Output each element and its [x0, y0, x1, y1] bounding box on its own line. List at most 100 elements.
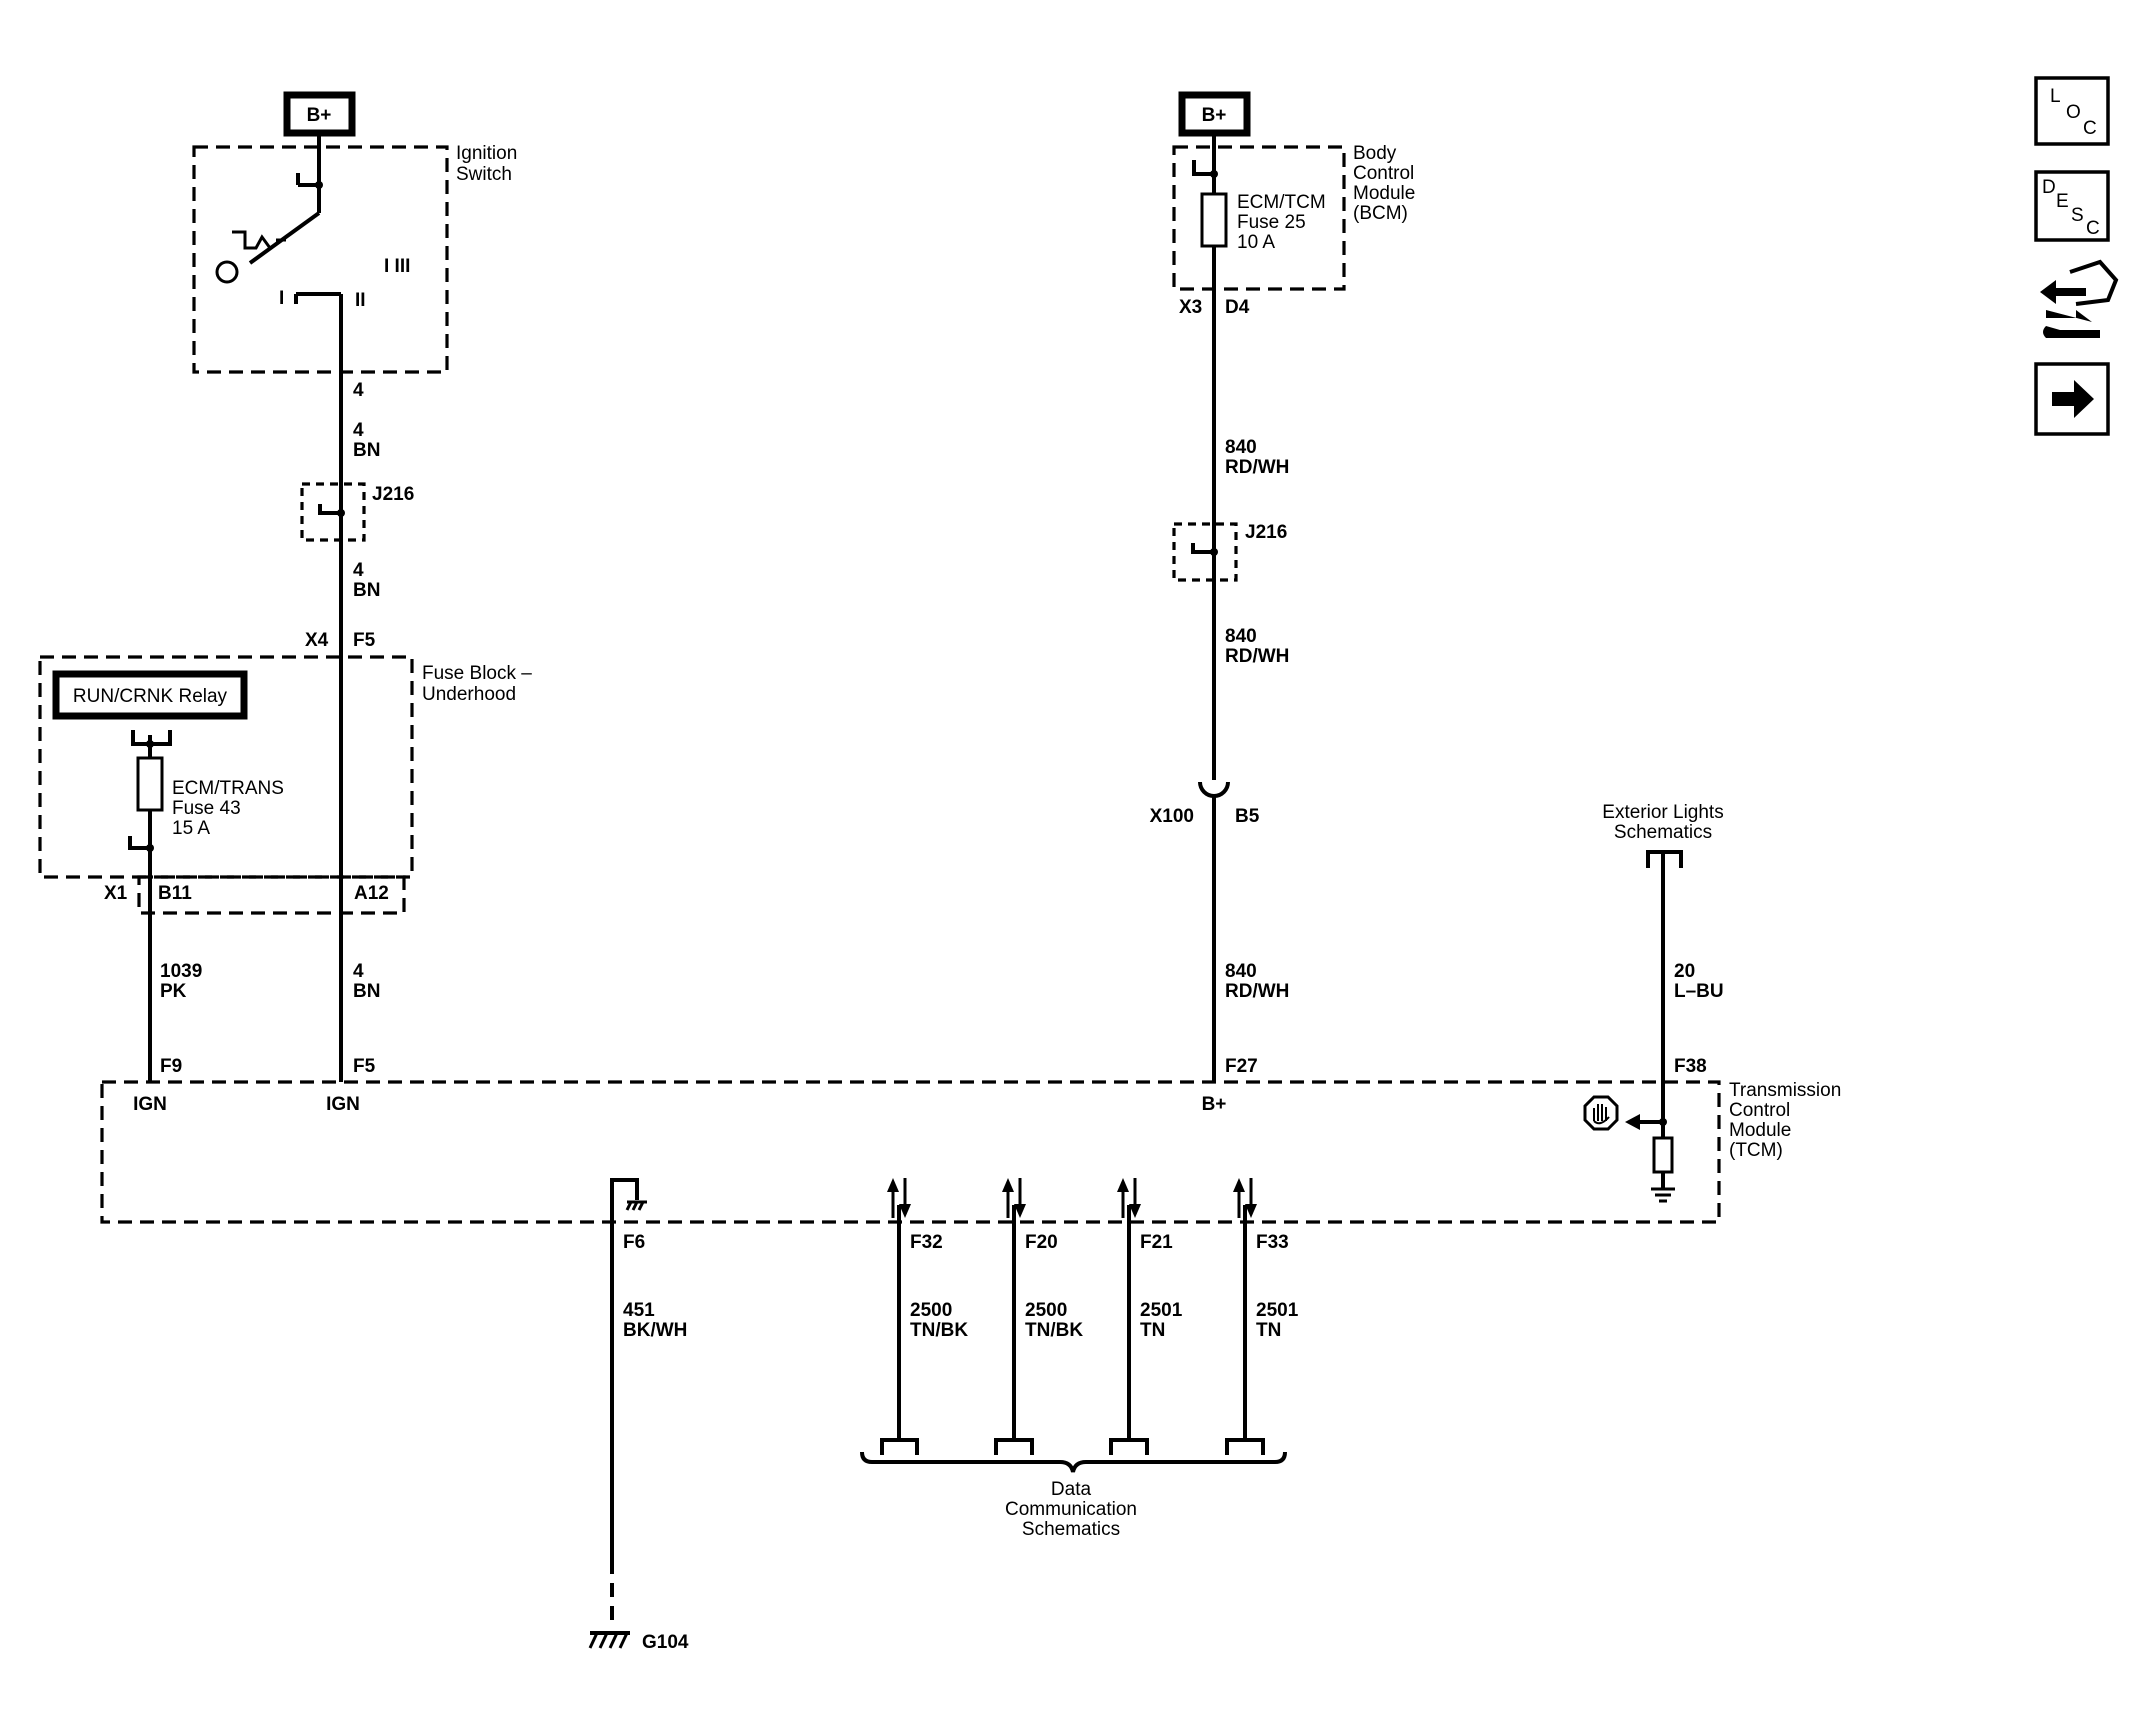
fuse-43-rating: 15 A [172, 818, 210, 839]
tcm-ign-1: IGN [133, 1094, 167, 1115]
fuse-25-rating: 10 A [1237, 232, 1275, 253]
ignition-switch: I II I III Ignition Switch [192, 133, 517, 374]
data-line-f33: F33 2501 TN [1225, 1178, 1299, 1455]
wire-2501a-color: TN [1140, 1320, 1165, 1341]
tcm-pin-f27: F27 [1225, 1056, 1258, 1077]
wire-840-color-mid: RD/WH [1225, 646, 1289, 667]
inline-connector-name: X100 [1150, 806, 1194, 827]
splice-j216-left: J216 [300, 482, 414, 542]
wire-2500a-circuit: 2500 [910, 1300, 952, 1321]
tcm-pin-f9: F9 [160, 1056, 182, 1077]
wire-4-color-upper: BN [353, 440, 380, 461]
wire-840-color-upper: RD/WH [1225, 457, 1289, 478]
ignition-switch-label-1: Ignition [456, 143, 517, 164]
desc-letter-c: C [2086, 218, 2100, 239]
wire-4-bn: 4 4 BN 4 BN 4 BN [339, 372, 380, 1082]
bcm-label-4: (BCM) [1353, 203, 1408, 224]
fuse-25-number: Fuse 25 [1237, 212, 1306, 233]
component-connector-icon[interactable] [2040, 259, 2119, 338]
wire-4-color-mid: BN [353, 580, 380, 601]
exterior-lights-reference[interactable]: Exterior Lights Schematics [1602, 802, 1724, 868]
wire-1039-color: PK [160, 981, 187, 1002]
tcm-pin-f5: F5 [353, 1056, 376, 1077]
wire-20-lbu: 20 L–BU [1661, 852, 1724, 1122]
data-line-f32: F32 2500 TN/BK [880, 1178, 968, 1455]
data-comm-label-1: Data [1051, 1479, 1092, 1500]
tcm-pin-f32: F32 [910, 1232, 943, 1253]
wire-4-circuit-upper: 4 [353, 420, 364, 441]
fuse-block-bottom-connector: X1 [104, 883, 128, 904]
run-crnk-relay-label: RUN/CRNK Relay [73, 686, 228, 707]
hand-stop-icon [1583, 1095, 1619, 1131]
bcm-label-3: Module [1353, 183, 1415, 204]
tcm-pin-f21: F21 [1140, 1232, 1173, 1253]
fuse-block-label-1: Fuse Block – [422, 663, 532, 684]
wire-451-circuit: 451 [623, 1300, 655, 1321]
wire-840-color-lower: RD/WH [1225, 981, 1289, 1002]
tcm-pin-f33: F33 [1256, 1232, 1289, 1253]
loc-letter-o: O [2066, 102, 2081, 123]
transmission-control-module: Transmission Control Module (TCM) F9 F5 … [100, 1056, 1841, 1224]
exterior-lights-label-2: Schematics [1614, 822, 1712, 843]
wire-20-color: L–BU [1674, 981, 1724, 1002]
left-battery-source: B+ [283, 91, 356, 137]
wire-451-color: BK/WH [623, 1320, 687, 1341]
wire-1039-circuit: 1039 [160, 961, 202, 982]
ground-g104-label: G104 [642, 1632, 689, 1653]
desc-letter-d: D [2042, 177, 2056, 198]
wire-4-color-lower: BN [353, 981, 380, 1002]
tcm-pin-f38: F38 [1674, 1056, 1707, 1077]
inline-connector-pin: B5 [1235, 806, 1260, 827]
fuse-block-pin-b11: B11 [158, 883, 192, 904]
body-control-module: ECM/TCM Fuse 25 10 A Body Control Module… [1172, 133, 1415, 318]
loc-letter-l: L [2050, 86, 2061, 107]
ignition-terminal-4: 4 [353, 380, 364, 401]
fuse-25-name: ECM/TCM [1237, 192, 1326, 213]
wire-840-circuit-upper: 840 [1225, 437, 1257, 458]
wire-2501b-color: TN [1256, 1320, 1281, 1341]
data-line-f21: F21 2501 TN [1109, 1178, 1183, 1455]
desc-icon[interactable]: D E S C [2034, 170, 2110, 242]
fuse-block-label-2: Underhood [422, 684, 516, 705]
tcm-pin-f20: F20 [1025, 1232, 1058, 1253]
inline-connector-x100: X100 B5 [1150, 806, 1260, 827]
ignition-position-2: II [355, 290, 366, 311]
tcm-label-3: Module [1729, 1120, 1791, 1141]
wire-2500b-circuit: 2500 [1025, 1300, 1067, 1321]
data-line-f20: F20 2500 TN/BK [994, 1178, 1083, 1455]
fuse-block-top-connector: X4 [305, 630, 329, 651]
tcm-label-2: Control [1729, 1100, 1790, 1121]
wire-840-circuit-lower: 840 [1225, 961, 1257, 982]
right-battery-source: B+ [1178, 91, 1251, 137]
desc-letter-s: S [2071, 205, 2084, 226]
wire-2501a-circuit: 2501 [1140, 1300, 1183, 1321]
tcm-bplus: B+ [1202, 1094, 1227, 1115]
splice-j216-left-label: J216 [372, 484, 414, 505]
wire-2500a-color: TN/BK [910, 1320, 968, 1341]
tcm-label-4: (TCM) [1729, 1140, 1783, 1161]
ignition-position-1: I [279, 288, 284, 309]
fuse-43-name: ECM/TRANS [172, 778, 284, 799]
ground-circuit: F6 451 BK/WH G104 [588, 1178, 689, 1653]
wire-840-rdwh: 840 RD/WH 840 RD/WH 840 RD/WH [1198, 246, 1289, 1082]
fuse-block-underhood: X4 F5 Fuse Block – Underhood RUN/CRNK Re… [38, 630, 532, 915]
loc-letter-c: C [2083, 118, 2097, 139]
right-b-plus-label: B+ [1202, 105, 1227, 126]
next-arrow-icon[interactable] [2034, 362, 2110, 436]
fuse-block-pin-a12: A12 [354, 883, 389, 904]
wire-840-circuit-mid: 840 [1225, 626, 1257, 647]
bcm-connector: X3 [1179, 297, 1202, 318]
fuse-block-top-pin: F5 [353, 630, 376, 651]
desc-letter-e: E [2056, 191, 2069, 212]
ignition-switch-label-2: Switch [456, 164, 512, 185]
loc-icon[interactable]: L O C [2034, 76, 2110, 146]
left-b-plus-label: B+ [307, 105, 332, 126]
wire-2501b-circuit: 2501 [1256, 1300, 1299, 1321]
wire-4-circuit-mid: 4 [353, 560, 364, 581]
bcm-pin-d4: D4 [1225, 297, 1250, 318]
tcm-label-1: Transmission [1729, 1080, 1841, 1101]
wire-2500b-color: TN/BK [1025, 1320, 1083, 1341]
data-communication-reference[interactable]: Data Communication Schematics [860, 1451, 1287, 1540]
tcm-pin-f6: F6 [623, 1232, 645, 1253]
